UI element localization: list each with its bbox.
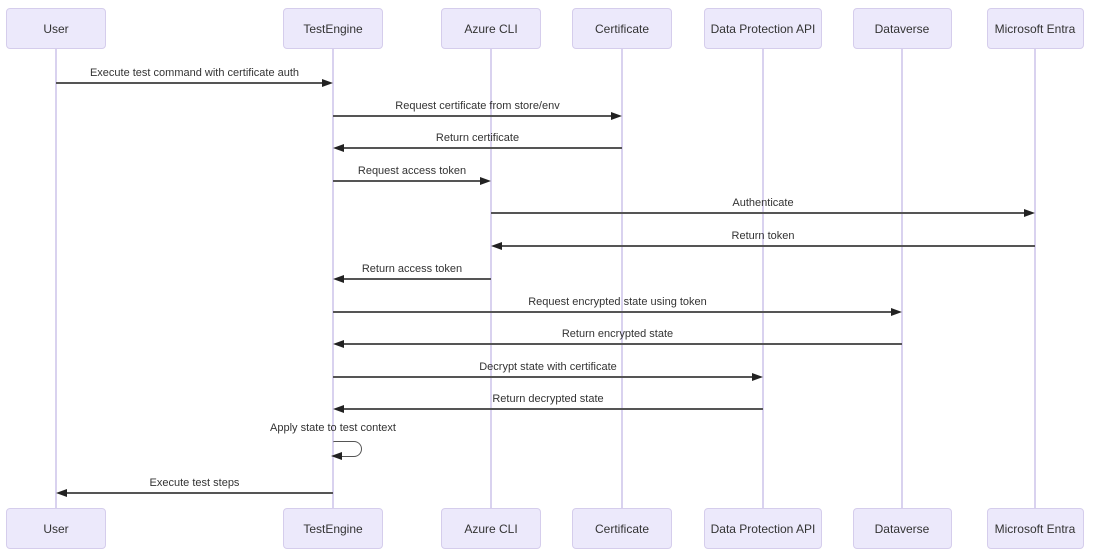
participant-top-certificate: Certificate [572, 8, 672, 49]
message-line [56, 82, 323, 84]
arrowhead-right-icon [611, 111, 622, 120]
message-label: Request encrypted state using token [528, 296, 707, 308]
message-line [333, 115, 612, 117]
participant-label-azurecli: Azure CLI [464, 521, 518, 536]
arrowhead-right-icon [752, 372, 763, 381]
participant-label-user: User [43, 521, 69, 536]
participant-label-dataprotectionapi: Data Protection API [710, 521, 816, 536]
lifeline-dataprotectionapi [762, 48, 764, 508]
message-label: Request access token [357, 165, 467, 177]
participant-label-testengine: TestEngine [303, 21, 363, 36]
message-line [343, 278, 491, 280]
participant-label-certificate: Certificate [594, 21, 650, 36]
arrowhead-right-icon [480, 176, 491, 185]
message-label: Execute test steps [149, 477, 240, 489]
message-line [333, 311, 892, 313]
participant-label-user: User [43, 21, 69, 36]
message-label: Authenticate [732, 197, 794, 209]
message-label: Decrypt state with certificate [479, 361, 617, 373]
participant-top-microsoftentra: Microsoft Entra [986, 8, 1084, 49]
message-line [333, 376, 753, 378]
message-line [343, 408, 763, 410]
lifeline-user [55, 48, 57, 508]
lifeline-microsoftentra [1034, 48, 1036, 508]
message-label: Apply state to test context [270, 422, 396, 434]
message-line [66, 492, 333, 494]
participant-top-testengine: TestEngine [283, 8, 383, 49]
participant-label-testengine: TestEngine [303, 521, 363, 536]
message-label: Return access token [361, 263, 463, 275]
participant-top-dataverse: Dataverse [852, 8, 952, 49]
participant-label-dataprotectionapi: Data Protection API [710, 21, 816, 36]
message-line [343, 343, 902, 345]
lifeline-certificate [621, 48, 623, 508]
message-label: Return decrypted state [492, 393, 604, 405]
participant-label-microsoftentra: Microsoft Entra [994, 21, 1076, 36]
arrowhead-right-icon [891, 307, 902, 316]
arrowhead-left-icon [331, 452, 342, 460]
participant-label-dataverse: Dataverse [874, 21, 930, 36]
participant-label-certificate: Certificate [594, 521, 650, 536]
participant-bottom-azurecli: Azure CLI [441, 508, 541, 549]
arrowhead-right-icon [1024, 208, 1035, 217]
message-line [343, 147, 622, 149]
arrowhead-left-icon [56, 488, 67, 497]
message-label: Request certificate from store/env [395, 100, 560, 112]
participant-label-azurecli: Azure CLI [464, 21, 518, 36]
message-label: Return certificate [435, 132, 520, 144]
participant-top-dataprotectionapi: Data Protection API [704, 8, 822, 49]
arrowhead-left-icon [333, 143, 344, 152]
participant-bottom-certificate: Certificate [572, 508, 672, 549]
lifeline-dataverse [901, 48, 903, 508]
lifeline-azurecli [490, 48, 492, 508]
message-line [333, 180, 481, 182]
participant-bottom-user: User [6, 508, 106, 549]
message-label: Return token [731, 230, 795, 242]
arrowhead-left-icon [333, 274, 344, 283]
self-message-loop [333, 441, 362, 457]
message-line [491, 212, 1025, 214]
arrowhead-left-icon [333, 404, 344, 413]
participant-bottom-microsoftentra: Microsoft Entra [986, 508, 1084, 549]
arrowhead-left-icon [491, 241, 502, 250]
message-label: Return encrypted state [561, 328, 674, 340]
participant-label-microsoftentra: Microsoft Entra [994, 521, 1076, 536]
participant-top-azurecli: Azure CLI [441, 8, 541, 49]
participant-bottom-dataverse: Dataverse [852, 508, 952, 549]
participant-label-dataverse: Dataverse [874, 521, 930, 536]
arrowhead-right-icon [322, 78, 333, 87]
message-label: Execute test command with certificate au… [89, 67, 300, 79]
message-line [501, 245, 1035, 247]
participant-bottom-testengine: TestEngine [283, 508, 383, 549]
arrowhead-left-icon [333, 339, 344, 348]
participant-top-user: User [6, 8, 106, 49]
participant-bottom-dataprotectionapi: Data Protection API [704, 508, 822, 549]
